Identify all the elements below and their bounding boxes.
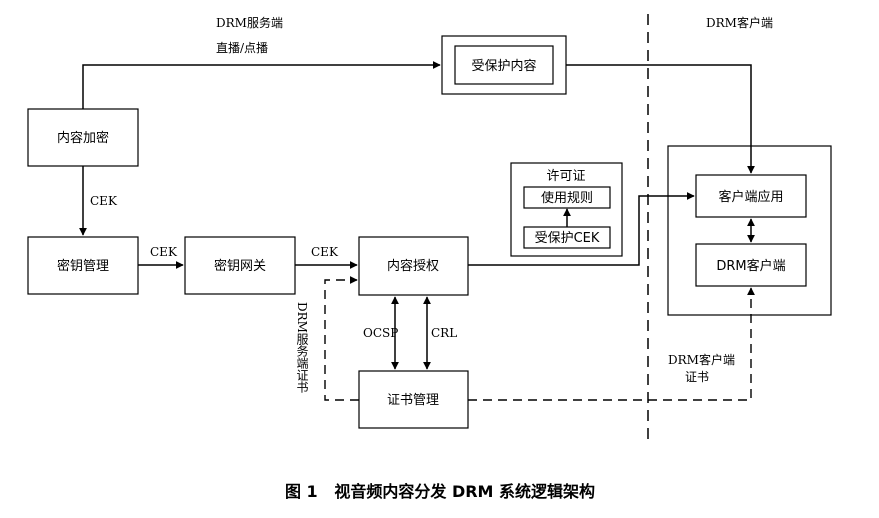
edge-label-client-cert-1: DRM客户端 [668, 352, 735, 367]
node-content-authorization: 内容授权 [358, 236, 469, 296]
node-content-encryption-label: 内容加密 [57, 130, 109, 146]
license-usage-rules: 使用规则 [541, 190, 593, 206]
edge-label-live-vod: 直播/点播 [216, 41, 268, 55]
license-panel: 许可证 使用规则 受保护CEK [510, 162, 623, 257]
figure-caption: 图 1 视音频内容分发 DRM 系统逻辑架构 [285, 482, 595, 501]
edge-label-server-certificate: DRM服务端证书 [295, 302, 309, 394]
edge-protected-to-client-app [566, 64, 755, 174]
node-drm-client-label: DRM客户端 [716, 258, 785, 274]
edge-label-ocsp: OCSP [363, 326, 398, 340]
node-content-encryption: 内容加密 [27, 108, 139, 167]
node-certificate-management-label: 证书管理 [387, 393, 439, 408]
license-title: 许可证 [546, 169, 585, 184]
node-certificate-management: 证书管理 [358, 370, 469, 429]
edge-server-certificate [324, 276, 359, 401]
edge-label-cek-2: CEK [150, 245, 178, 259]
edge-client-certificate [468, 287, 755, 401]
license-protected-cek: 受保护CEK [535, 231, 600, 246]
node-key-management-label: 密钥管理 [57, 258, 109, 274]
node-protected-content: 受保护内容 [441, 35, 567, 95]
edge-label-crl: CRL [431, 326, 457, 340]
edge-label-cek-3: CEK [311, 245, 339, 259]
node-drm-client: DRM客户端 [695, 243, 807, 287]
node-key-gateway: 密钥网关 [184, 236, 296, 295]
node-content-authorization-label: 内容授权 [387, 258, 439, 274]
edge-label-cek-1: CEK [90, 194, 118, 208]
node-client-application-label: 客户端应用 [718, 189, 783, 205]
edge-label-client-cert-2: 证书 [685, 370, 709, 384]
client-container: 客户端应用 DRM客户端 [667, 145, 832, 316]
node-protected-content-label: 受保护内容 [471, 58, 536, 74]
region-label-server: DRM服务端 [216, 15, 283, 30]
node-client-application: 客户端应用 [695, 174, 807, 218]
region-label-client: DRM客户端 [706, 15, 773, 30]
edge-encryption-to-protected [82, 61, 441, 109]
edge-authorization-to-client-app [468, 192, 695, 266]
node-key-management: 密钥管理 [27, 236, 139, 295]
node-key-gateway-label: 密钥网关 [214, 258, 266, 274]
